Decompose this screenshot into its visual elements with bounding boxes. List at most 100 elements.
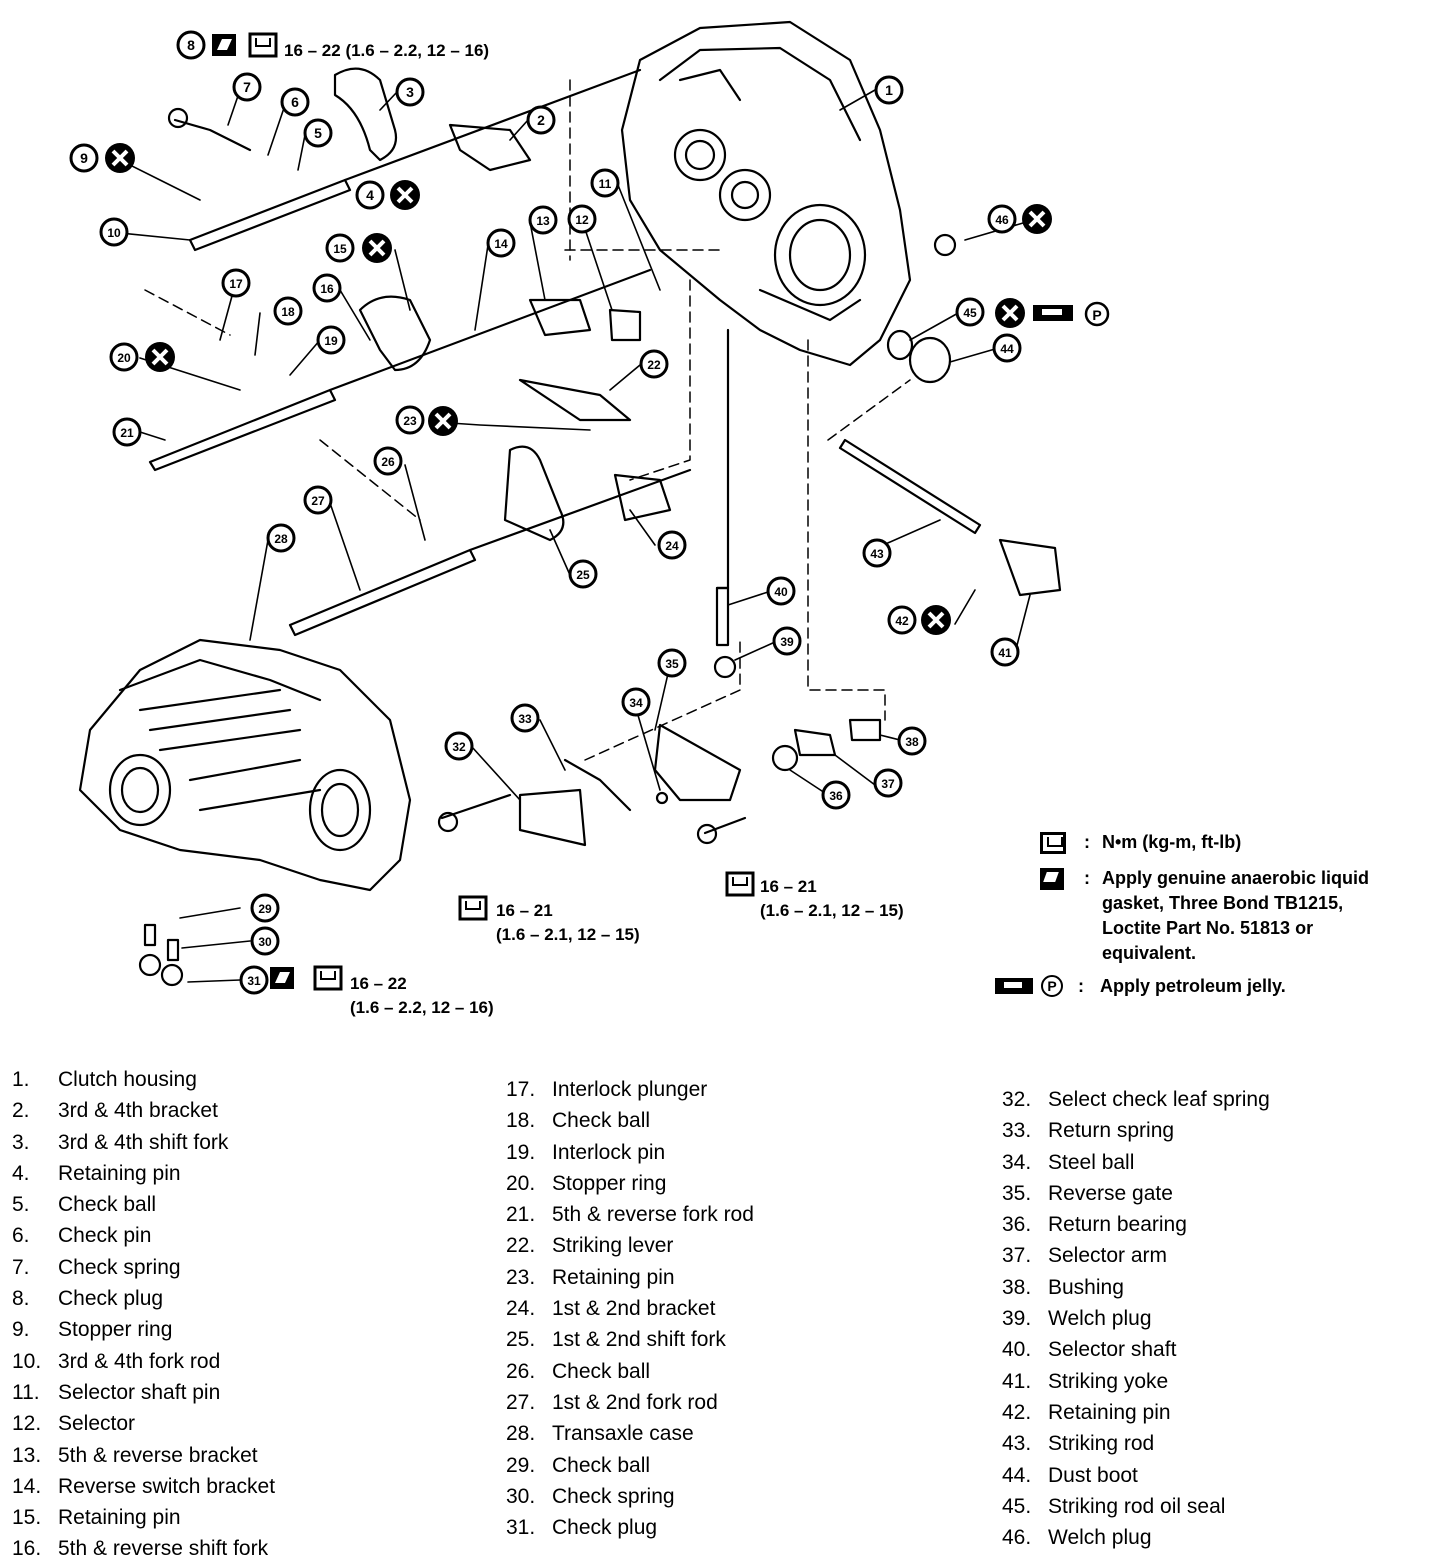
callout-circle xyxy=(355,180,385,210)
callout-number: 38 xyxy=(905,735,919,749)
part-number: 17. xyxy=(506,1078,536,1101)
callout-number: 11 xyxy=(599,177,612,191)
callout-circle xyxy=(273,296,303,326)
callout-circle xyxy=(567,204,597,234)
torque-spec-bolt-35-line2: (1.6 – 2.1, 12 – 15) xyxy=(760,901,904,920)
part-name: 1st & 2nd bracket xyxy=(552,1297,716,1321)
callout-6: 6 xyxy=(280,87,310,117)
callout-circle xyxy=(312,273,342,303)
callout-3: 3 xyxy=(395,77,425,107)
torque-spec-plug-31-line2: (1.6 – 2.2, 12 – 16) xyxy=(350,998,494,1017)
callout-circle xyxy=(280,87,310,117)
callout-16: 16 xyxy=(312,273,342,303)
part-name: Check ball xyxy=(552,1109,651,1133)
part-number: 32. xyxy=(1002,1088,1032,1111)
callout-number: 36 xyxy=(829,789,843,803)
legend-torque-text: N•m (kg-m, ft-lb) xyxy=(1102,832,1242,852)
part-number: 26. xyxy=(506,1359,536,1383)
callout-number: 4 xyxy=(366,187,374,203)
part-name: Interlock pin xyxy=(552,1140,666,1164)
part-list-item: 6.Check pin xyxy=(12,1220,275,1251)
part-list-item: 22.Striking lever xyxy=(506,1230,754,1261)
part-number: 24. xyxy=(506,1297,536,1321)
part-name: Selector shaft pin xyxy=(58,1380,221,1404)
part-list-item: 10.3rd & 4th fork rod xyxy=(12,1346,275,1377)
callout-number: 23 xyxy=(403,414,417,428)
part-number: 13. xyxy=(12,1443,42,1467)
callout-34: 34 xyxy=(621,687,651,717)
callout-13: 13 xyxy=(528,205,558,235)
callout-10: 10 xyxy=(99,217,129,247)
callout-number: 6 xyxy=(291,94,299,110)
callout-45: 45 xyxy=(955,297,1025,328)
callout-42: 42 xyxy=(887,605,951,635)
callout-number: 43 xyxy=(870,547,884,561)
part-number: 4. xyxy=(12,1161,30,1185)
part-number: 41. xyxy=(1002,1369,1032,1393)
callout-number: 1 xyxy=(885,82,893,98)
part-name: Striking lever xyxy=(552,1234,674,1258)
part-list-item: 2.3rd & 4th bracket xyxy=(12,1095,275,1126)
liquid-gasket-icon xyxy=(1040,868,1064,891)
part-number: 39. xyxy=(1002,1307,1032,1331)
part-name: Check ball xyxy=(58,1193,157,1217)
callout-number: 3 xyxy=(406,84,414,100)
torque-spec-check-plug-8: 16 – 22 (1.6 – 2.2, 12 – 16) xyxy=(284,41,490,60)
part-list-item: 32. Select check leaf spring xyxy=(1002,1084,1270,1115)
part-list-item: 12.Selector xyxy=(12,1408,275,1439)
part-name: 3rd & 4th fork rod xyxy=(58,1349,221,1373)
callout-circle xyxy=(395,77,425,107)
torque-spec-bolt-35-line1: 16 – 21 xyxy=(760,877,817,896)
part-name: Stopper ring xyxy=(58,1318,173,1342)
callout-circle xyxy=(766,576,796,606)
part-name: 5th & reverse fork rod xyxy=(552,1203,754,1227)
callout-7: 7 xyxy=(232,72,262,102)
callout-circle xyxy=(250,926,280,956)
part-list-item: 5.Check ball xyxy=(12,1189,275,1220)
torque-wrench-icon xyxy=(1040,832,1066,855)
part-list-item: 9.Stopper ring xyxy=(12,1314,275,1345)
part-name: Return bearing xyxy=(1048,1213,1187,1237)
part-number: 23. xyxy=(506,1265,536,1289)
part-name: Striking rod oil seal xyxy=(1048,1494,1226,1518)
callout-18: 18 xyxy=(273,296,303,326)
callout-number: 8 xyxy=(187,37,195,53)
callout-number: 27 xyxy=(311,494,325,508)
part-name: Selector arm xyxy=(1048,1244,1168,1268)
part-number: 25. xyxy=(506,1328,536,1352)
part-list-item: 26. Check ball xyxy=(506,1356,754,1387)
part-list-item: 21. 5th & reverse fork rod xyxy=(506,1199,754,1230)
callout-number: 42 xyxy=(895,614,909,628)
part-number: 16. xyxy=(12,1537,42,1561)
callout-circle xyxy=(987,204,1017,234)
part-list-item: 46.Welch plug xyxy=(1002,1522,1270,1553)
callout-14: 14 xyxy=(486,228,516,258)
part-number: 42. xyxy=(1002,1400,1032,1424)
part-number: 21. xyxy=(506,1203,536,1227)
legend-gasket: : Apply genuine anaerobic liquid gasket,… xyxy=(1040,866,1370,966)
callout-circle xyxy=(897,726,927,756)
part-list-item: 37.Selector arm xyxy=(1002,1240,1270,1271)
callout-circle xyxy=(621,687,651,717)
callout-number: 9 xyxy=(80,150,88,166)
part-name: Check ball xyxy=(552,1359,651,1383)
callout-circle xyxy=(862,538,892,568)
part-name: Select check leaf spring xyxy=(1048,1088,1270,1111)
part-number: 19. xyxy=(506,1140,536,1164)
part-name: Welch plug xyxy=(1048,1526,1152,1550)
callout-circle xyxy=(373,446,403,476)
callout-46: 46 xyxy=(987,204,1052,234)
torque-spec-bolt-32-line1: 16 – 21 xyxy=(496,901,553,920)
callout-19: 19 xyxy=(316,325,346,355)
part-number: 43. xyxy=(1002,1432,1032,1456)
liquid-gasket-icon xyxy=(212,34,236,56)
callout-4: 4 xyxy=(355,180,420,210)
part-name: Clutch housing xyxy=(58,1068,197,1091)
petroleum-jelly-icon: P xyxy=(1033,301,1110,327)
callout-number: 20 xyxy=(117,351,131,365)
callout-circle xyxy=(325,233,355,263)
torque-spec-plug-31-line1: 16 – 22 xyxy=(350,974,407,993)
part-number: 20. xyxy=(506,1171,536,1195)
callout-number: 12 xyxy=(575,213,589,227)
callout-number: 44 xyxy=(1000,342,1014,356)
